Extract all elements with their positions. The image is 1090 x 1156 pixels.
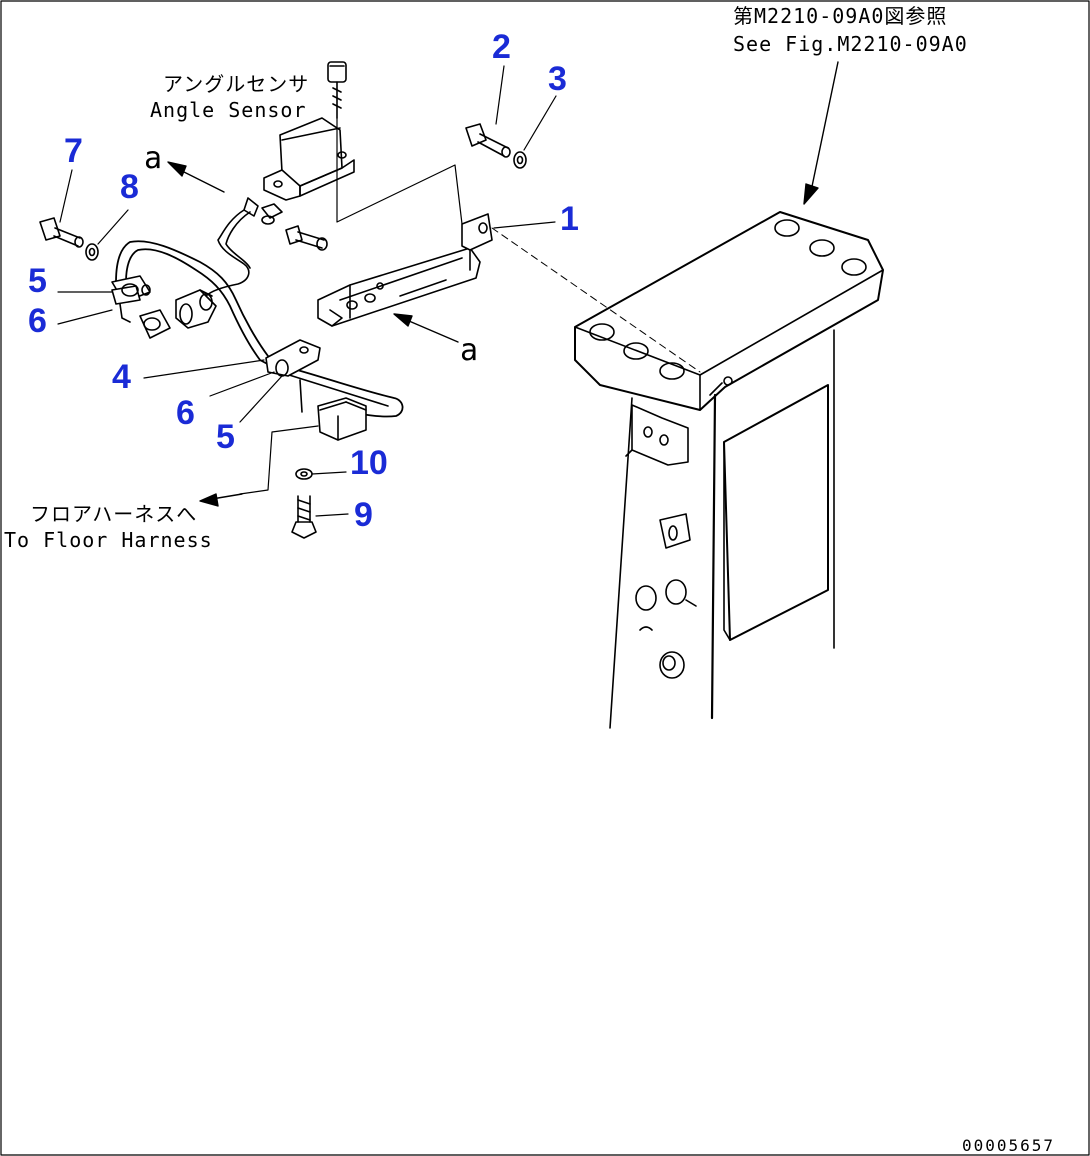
angle-sensor: [263, 61, 463, 225]
frame-post: [574, 211, 884, 729]
callout-3: 3: [548, 60, 567, 98]
bolt-part-2: [465, 123, 511, 158]
callout-10: 10: [350, 444, 388, 482]
angle-sensor-label-en: Angle Sensor: [150, 98, 307, 122]
callout-5-middle: 5: [216, 418, 235, 456]
bolt-part-9: [291, 495, 317, 539]
floor-harness-label-jp: フロアハーネスへ: [30, 502, 198, 526]
clamp-middle: [265, 339, 321, 413]
washer-part-8: [85, 243, 99, 261]
arrows: [167, 61, 839, 507]
callout-leaders: [57, 65, 557, 517]
assembly-dash-line: [491, 227, 701, 373]
callout-1: 1: [560, 200, 579, 238]
clamp-left: [111, 275, 151, 323]
washer-part-3: [513, 151, 527, 169]
reference-note-en: See Fig.M2210-09A0: [733, 32, 968, 56]
callout-4: 4: [112, 358, 131, 396]
callout-8: 8: [120, 168, 139, 206]
callout-2: 2: [492, 28, 511, 66]
reference-note-jp: 第M2210-09A0図参照: [733, 4, 948, 28]
view-mark-a-upper: a: [144, 141, 163, 176]
callout-7: 7: [64, 132, 83, 170]
bolt-part-7: [39, 217, 84, 248]
sensor-harness: [205, 197, 283, 297]
bracket-part-1: [317, 213, 493, 327]
floor-harness-label-en: To Floor Harness: [4, 528, 213, 552]
sensor-bolt: [285, 225, 328, 251]
harness-loom: [115, 240, 404, 418]
callout-6-left: 6: [28, 302, 47, 340]
callout-6-middle: 6: [176, 394, 195, 432]
angle-sensor-label-jp: アングルセンサ: [163, 72, 310, 96]
connector-left: [139, 289, 217, 339]
connector-box: [317, 397, 367, 441]
drawing-code: 00005657: [962, 1136, 1056, 1155]
washer-part-10: [295, 468, 313, 480]
view-mark-a-right: a: [460, 333, 479, 368]
callout-9: 9: [354, 496, 373, 534]
callout-5-left: 5: [28, 262, 47, 300]
